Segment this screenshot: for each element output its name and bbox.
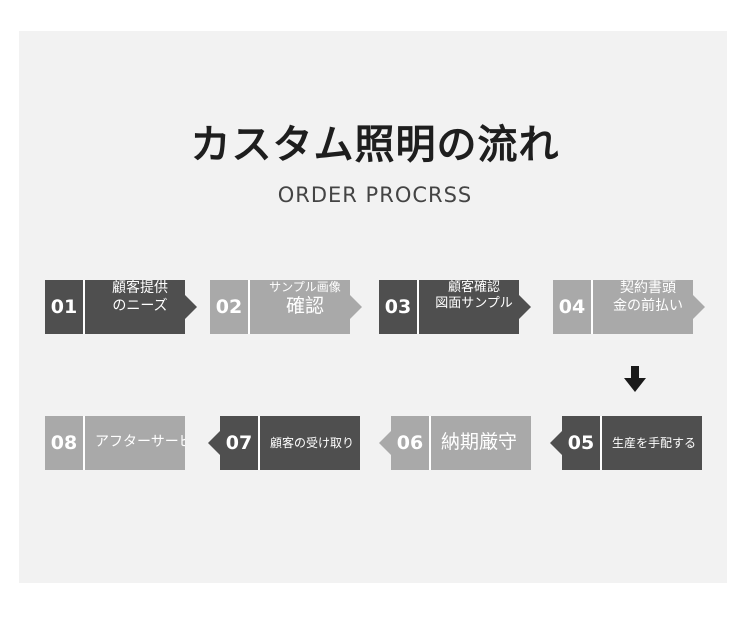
page-title: カスタム照明の流れ (190, 122, 560, 168)
arrow-left-icon (379, 431, 391, 455)
page-subtitle: ORDER PROCRSS (277, 183, 473, 207)
arrow-left-icon (550, 431, 562, 455)
step-label: サンプル画像 確認 (250, 280, 350, 334)
step-divider (83, 416, 85, 470)
step-label-line2: のニーズ (112, 297, 168, 314)
arrow-right-icon (519, 295, 531, 319)
step-label-line2: 確認 (285, 295, 324, 317)
step-04: 04 契約書頭 金の前払い (553, 280, 705, 334)
step-divider (248, 280, 250, 334)
step-number: 02 (210, 280, 248, 334)
step-number: 07 (220, 416, 258, 470)
arrow-right-icon (185, 295, 197, 319)
step-label-line1: 契約書頭 (620, 280, 676, 296)
step-label-line1: サンプル画像 (269, 280, 341, 294)
step-05: 05 生産を手配する (550, 416, 702, 470)
step-label: 生産を手配する (602, 416, 702, 470)
step-divider (591, 280, 593, 334)
step-01: 01 顧客提供 のニーズ (45, 280, 197, 334)
step-divider (258, 416, 260, 470)
step-divider (83, 280, 85, 334)
step-number: 08 (45, 416, 83, 470)
step-02: 02 サンプル画像 確認 (210, 280, 362, 334)
step-divider (417, 280, 419, 334)
step-label-line1: 顧客提供 (112, 280, 168, 296)
arrow-left-icon (208, 431, 220, 455)
step-divider (429, 416, 431, 470)
step-number: 06 (391, 416, 429, 470)
arrow-right-icon (350, 295, 362, 319)
step-number: 05 (562, 416, 600, 470)
arrow-right-icon (693, 295, 705, 319)
arrow-down-icon (624, 366, 646, 392)
step-number: 01 (45, 280, 83, 334)
step-number: 04 (553, 280, 591, 334)
step-label-line2: 金の前払い (613, 297, 683, 314)
step-label-line2: 図面サンプル (435, 296, 513, 312)
step-label: 契約書頭 金の前払い (593, 280, 693, 334)
step-label: 顧客の受け取り (260, 416, 360, 470)
step-label: 顧客確認 図面サンプル (419, 280, 519, 334)
step-03: 03 顧客確認 図面サンプル (379, 280, 531, 334)
step-08: 08 アフターサービス (45, 416, 185, 470)
step-label-line1: 顧客確認 (447, 280, 500, 295)
step-number: 03 (379, 280, 417, 334)
step-label: アフターサービス (85, 416, 185, 470)
step-07: 07 顧客の受け取り (208, 416, 360, 470)
step-06: 06 納期厳守 (379, 416, 531, 470)
step-divider (600, 416, 602, 470)
step-label: 納期厳守 (431, 416, 531, 470)
step-label: 顧客提供 のニーズ (85, 280, 185, 334)
